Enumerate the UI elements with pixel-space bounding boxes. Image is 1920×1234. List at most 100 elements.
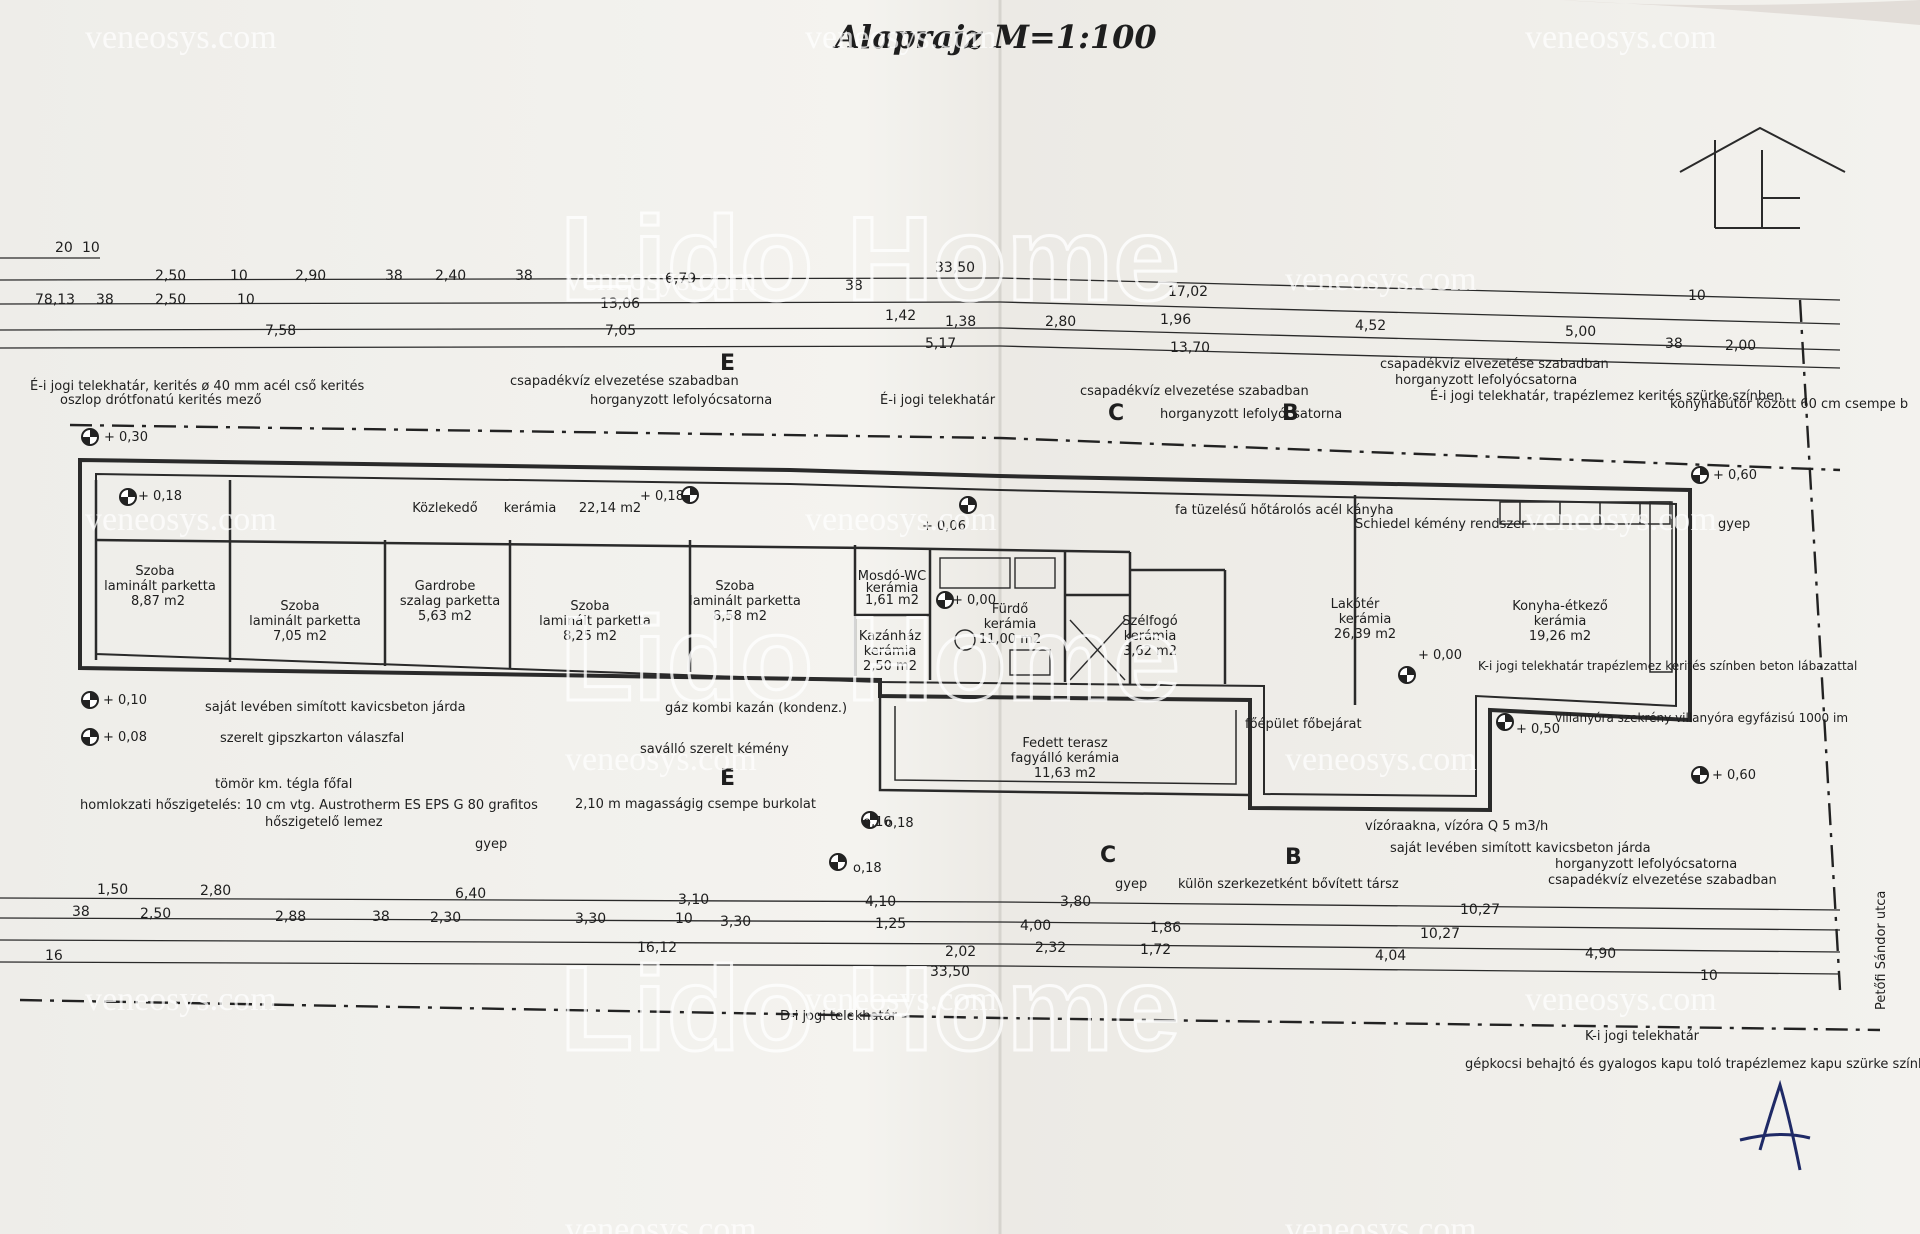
svg-text:laminált parketta: laminált parketta <box>104 579 216 594</box>
dimension-text: 10 <box>1700 968 1718 984</box>
note: csapadékvíz elvezetése szabadban <box>510 374 739 389</box>
note: csapadékvíz elvezetése szabadban <box>1380 357 1609 372</box>
note: É-i jogi telekhatár, kerités ø 40 mm acé… <box>30 378 365 394</box>
svg-text:19,26 m2: 19,26 m2 <box>1529 629 1591 644</box>
dimension-text: 1,38 <box>945 314 976 330</box>
note: horganyzott lefolyócsatorna <box>1160 407 1342 422</box>
annotation-notes: É-i jogi telekhatár, kerités ø 40 mm acé… <box>30 357 1920 1072</box>
note: É-i jogi telekhatár, trapézlemez kerités… <box>1430 388 1782 404</box>
watermark-text: veneosys.com <box>85 19 277 56</box>
bathroom-fixtures <box>939 557 1126 681</box>
roof-section-icon <box>1679 126 1846 229</box>
dimension-text: 13,06 <box>600 296 640 312</box>
note: csapadékvíz elvezetése szabadban <box>1548 873 1777 888</box>
dimension-text: 1,25 <box>875 916 906 932</box>
watermark-text: veneosys.com <box>85 981 277 1018</box>
svg-text:laminált parketta: laminált parketta <box>689 594 801 609</box>
dimension-text: 4,52 <box>1355 318 1386 334</box>
kitchen-counter <box>1499 501 1673 673</box>
dimension-text: 38 <box>385 268 403 284</box>
interior-walls <box>94 480 1357 705</box>
dimension-text: 2,50 <box>155 292 186 308</box>
dimension-text: 10 <box>1688 288 1706 304</box>
note: saját levében simított kavicsbeton járda <box>205 700 466 715</box>
svg-text:Szoba: Szoba <box>280 599 319 614</box>
level-text: + 0,30 <box>104 430 148 445</box>
svg-text:kerámia: kerámia <box>866 581 919 596</box>
note: oszlop drótfonatú kerités mező <box>60 393 262 408</box>
dimension-text: 2,30 <box>430 910 461 926</box>
dimension-text: 2,00 <box>1725 338 1756 354</box>
svg-text:Kazánház: Kazánház <box>859 629 921 644</box>
dimension-text: 3,30 <box>575 911 606 927</box>
dimension-text: 10 <box>82 240 100 256</box>
note: külön szerkezetként bővített társz <box>1178 877 1399 892</box>
note: csapadékvíz elvezetése szabadban <box>1080 384 1309 399</box>
svg-text:5,63 m2: 5,63 m2 <box>418 609 472 624</box>
section-mark: E <box>720 766 735 791</box>
svg-text:Közlekedő: Közlekedő <box>412 501 478 516</box>
dimension-text: 3,80 <box>1060 894 1091 910</box>
dimension-text: 38 <box>515 268 533 284</box>
paper-corner-shadow <box>1560 0 1920 25</box>
note: horganyzott lefolyócsatorna <box>1395 373 1577 388</box>
svg-text:11,00 m2: 11,00 m2 <box>979 632 1041 647</box>
dimension-text: 3,10 <box>678 892 709 908</box>
dimension-text: 17,02 <box>1168 284 1208 300</box>
dimension-text: 38 <box>1665 336 1683 352</box>
dimension-text: 4,00 <box>1020 918 1051 934</box>
watermark-text: veneosys.com <box>805 501 997 538</box>
svg-text:8,58 m2: 8,58 m2 <box>713 609 767 624</box>
dimension-text: 38 <box>845 278 863 294</box>
dimension-text: 1,42 <box>885 308 916 324</box>
bottom-dimension-lines <box>0 897 1841 975</box>
dimension-text: 13,70 <box>1170 340 1210 356</box>
level-text: + 0,50 <box>1516 722 1560 737</box>
note: gépkocsi behajtó és gyalogos kapu toló t… <box>1465 1057 1920 1072</box>
watermarks: veneosys.com veneosys.com veneosys.com v… <box>85 19 1717 1234</box>
note: gáz kombi kazán (kondenz.) <box>665 701 847 716</box>
svg-text:Szoba: Szoba <box>715 579 754 594</box>
note: D-i jogi telekhatár <box>780 1009 898 1024</box>
dimension-text: 2,50 <box>140 906 171 922</box>
watermark-text: veneosys.com <box>565 261 757 298</box>
watermark-text: veneosys.com <box>85 501 277 538</box>
svg-text:Szoba: Szoba <box>135 564 174 579</box>
svg-text:Szoba: Szoba <box>570 599 609 614</box>
note: gyep <box>1718 517 1750 532</box>
dimension-text: 2,32 <box>1035 940 1066 956</box>
dimension-text: 5,00 <box>1565 324 1596 340</box>
svg-text:11,63 m2: 11,63 m2 <box>1034 766 1096 781</box>
svg-text:8,87 m2: 8,87 m2 <box>131 594 185 609</box>
dimension-text: 10,27 <box>1460 902 1500 918</box>
bottom-dimension-texts: 1,50 2,80 6,40 3,10 4,10 3,80 10,27 38 2… <box>45 882 1718 984</box>
level-text: + 0,08 <box>103 730 147 745</box>
watermark-text: veneosys.com <box>1525 19 1717 56</box>
svg-text:8,25 m2: 8,25 m2 <box>563 629 617 644</box>
level-text: + 0,60 <box>1712 768 1756 783</box>
level-text: + 0,60 <box>1713 468 1757 483</box>
svg-text:kerámia: kerámia <box>1534 614 1587 629</box>
section-mark: E <box>720 351 735 376</box>
svg-text:laminált parketta: laminált parketta <box>249 614 361 629</box>
watermark-text: veneosys.com <box>1525 501 1717 538</box>
dimension-text: 1,96 <box>1160 312 1191 328</box>
note: hőszigetelő lemez <box>265 815 383 830</box>
dimension-text: 33,50 <box>930 964 970 980</box>
note: K-i jogi telekhatár trapézlemez kerités … <box>1478 659 1857 673</box>
level-text: + 0,00 <box>952 593 996 608</box>
dimension-text: 7,05 <box>605 323 636 339</box>
level-text: + 0,18 <box>640 489 684 504</box>
dimension-text: 4,04 <box>1375 948 1406 964</box>
brand-watermark: Lido Home <box>560 592 1180 726</box>
note: fa tüzelésű hőtárolós acél kányha <box>1175 503 1394 518</box>
svg-text:7,05 m2: 7,05 m2 <box>273 629 327 644</box>
dimension-text: 10 <box>237 292 255 308</box>
